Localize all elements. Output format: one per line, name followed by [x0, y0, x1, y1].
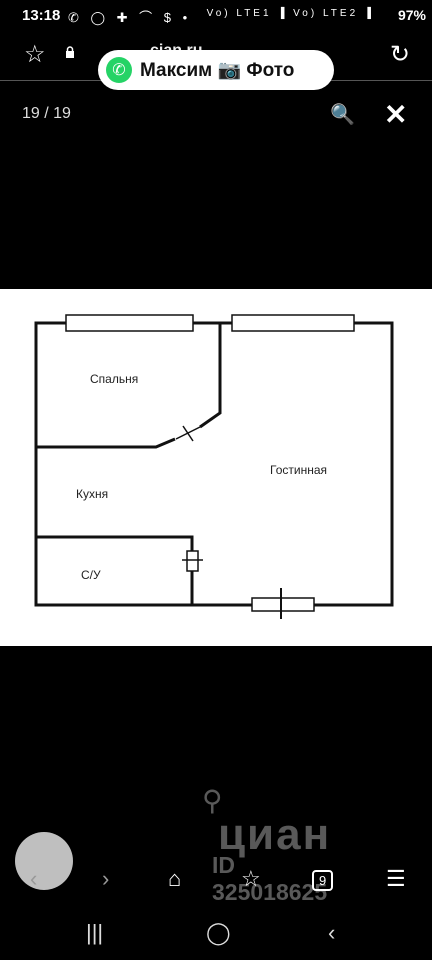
- floating-button[interactable]: [15, 832, 73, 890]
- bookmark-add-icon[interactable]: ☆: [241, 866, 261, 891]
- nav-back-icon[interactable]: ‹: [328, 920, 336, 945]
- notification-icons: ✆ ◯ ✚ ⌒ $ •: [68, 10, 192, 25]
- browser-toolbar: ‹ › ⌂ ☆ 9 ☰: [0, 832, 432, 908]
- room-label-kitchen: Кухня: [76, 487, 109, 501]
- whatsapp-contact-chip[interactable]: ✆ Максим 📷 Фото: [98, 50, 334, 90]
- star-icon[interactable]: ☆: [24, 41, 46, 68]
- tabs-icon[interactable]: 9: [312, 870, 334, 891]
- room-label-bathroom: С/У: [81, 568, 101, 582]
- home-circle-icon[interactable]: ◯: [206, 920, 231, 945]
- floorplan-drawing: [34, 314, 394, 619]
- lock-icon: [66, 46, 74, 58]
- menu-icon[interactable]: ☰: [386, 866, 406, 891]
- signal-icons: Vo) LTE1 ▐ Vo) LTE2 ▐: [206, 8, 374, 19]
- status-bar: 13:18 ✆ ◯ ✚ ⌒ $ • Vo) LTE1 ▐ Vo) LTE2 ▐ …: [0, 0, 432, 32]
- zoom-icon[interactable]: 🔍: [330, 104, 355, 126]
- floorplan-image: Спальня Гостинная Кухня С/У: [0, 289, 432, 646]
- close-icon[interactable]: ✕: [384, 99, 408, 130]
- clock: 13:18: [22, 7, 61, 24]
- refresh-icon[interactable]: ↻: [389, 41, 410, 68]
- photo-counter: 19 / 19: [22, 105, 71, 122]
- system-nav-bar: ||| ◯ ‹: [0, 910, 432, 960]
- contact-chip-label: Максим 📷 Фото: [140, 60, 295, 81]
- location-pin-icon: ⚲: [202, 785, 223, 816]
- home-icon[interactable]: ⌂: [168, 866, 182, 891]
- forward-icon[interactable]: ›: [102, 866, 110, 891]
- whatsapp-icon: ✆: [106, 57, 132, 83]
- listing-id: ID 325018625: [212, 852, 328, 905]
- watermark-brand: циан: [218, 810, 332, 859]
- recent-apps-icon[interactable]: |||: [86, 920, 104, 945]
- back-icon[interactable]: ‹: [30, 866, 38, 891]
- room-label-living: Гостинная: [270, 463, 327, 477]
- room-label-bedroom: Спальня: [90, 372, 139, 386]
- battery-level: 97%: [397, 7, 426, 23]
